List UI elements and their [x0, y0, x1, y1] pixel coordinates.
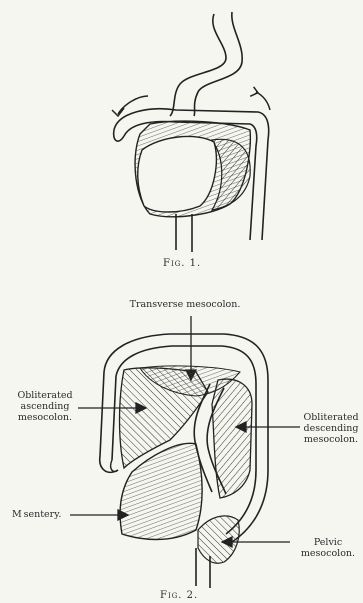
fig1-rotation-arrow-right	[250, 87, 270, 110]
transverse-mesocolon-label: Transverse mesocolon.	[110, 299, 260, 310]
descending-label-line-1: Obliterated	[300, 412, 362, 423]
fig1-duodenum-tube	[170, 12, 242, 116]
fig1-sigmoid-tube	[176, 214, 192, 252]
fig2-caption: Fig. 2.	[160, 590, 198, 601]
ascending-label-line-3: mesocolon.	[10, 412, 80, 423]
descending-label-line-2: descending	[300, 423, 362, 434]
ascending-label-line-2: ascending	[10, 401, 80, 412]
pelvic-mesocolon-label: Pelvic mesocolon.	[296, 537, 360, 559]
ascending-label-line-1: Obliterated	[10, 390, 80, 401]
pelvic-label-line-2: mesocolon.	[296, 548, 360, 559]
ascending-mesocolon-label: Obliterated ascending mesocolon.	[10, 390, 80, 423]
fig1-mesocolon-mass	[135, 121, 250, 217]
pelvic-label-line-1: Pelvic	[296, 537, 360, 548]
fig1-caption: Fig. 1.	[163, 258, 201, 269]
fig2-descending-mesocolon	[212, 379, 252, 498]
fig1-rotation-arrow-left	[112, 96, 148, 116]
descending-label-line-3: mesocolon.	[300, 434, 362, 445]
fig2-pelvic-mesocolon	[196, 516, 239, 588]
descending-mesocolon-label: Obliterated descending mesocolon.	[300, 412, 362, 445]
mesentery-label: M sentery.	[12, 509, 61, 520]
